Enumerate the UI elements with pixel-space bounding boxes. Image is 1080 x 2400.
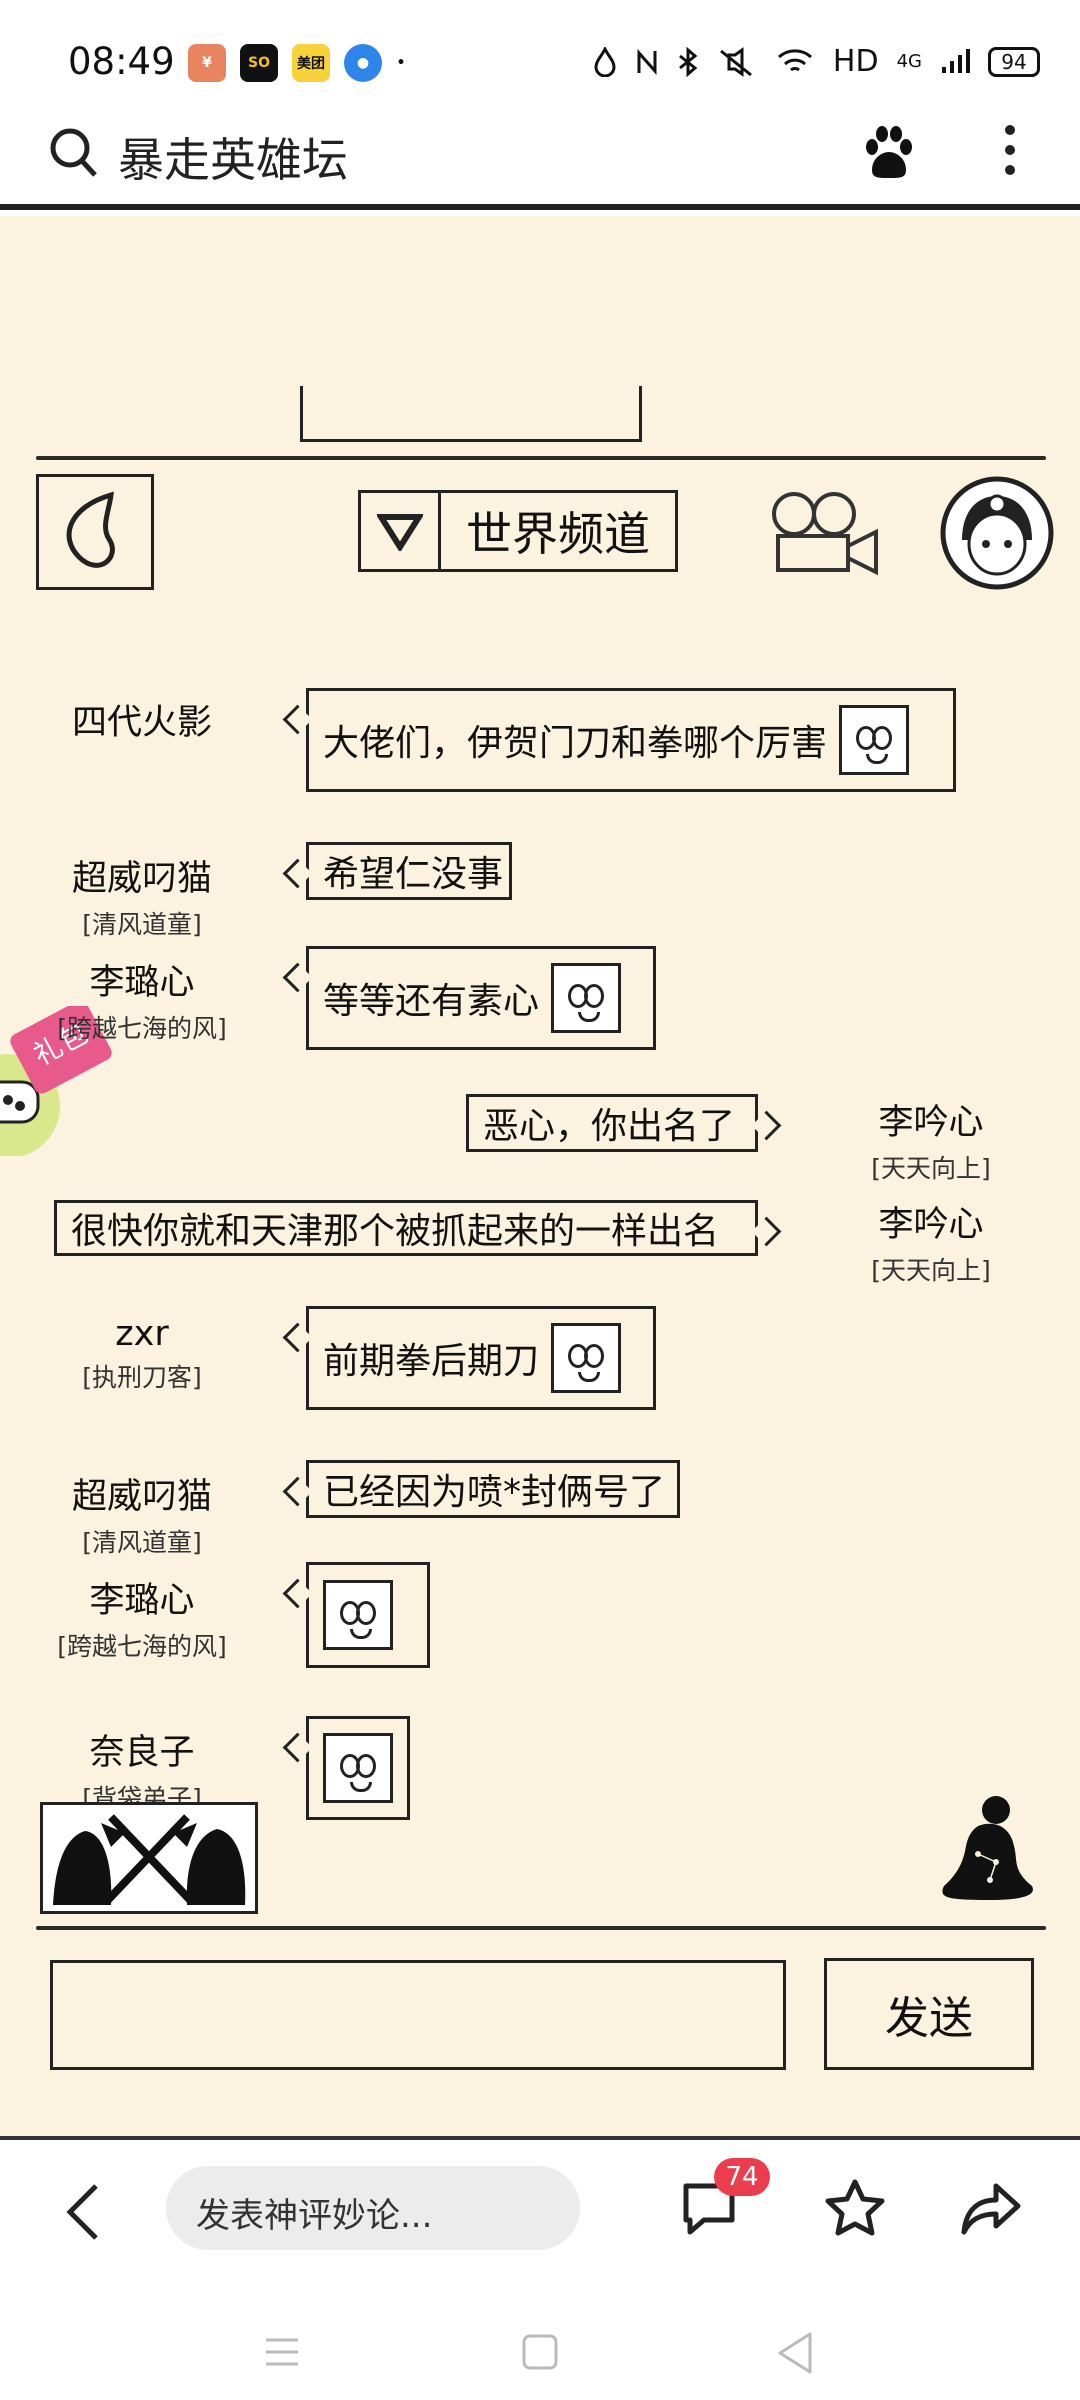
gift-badge[interactable]: 礼包: [0, 1006, 128, 1156]
star-icon[interactable]: [822, 2176, 888, 2242]
message-text: 等等还有素心: [323, 981, 540, 1022]
app-notification-icon: ¥: [188, 44, 226, 82]
send-button[interactable]: 发送: [824, 1958, 1034, 2070]
mute-icon: [719, 46, 752, 77]
dropdown-icon: [361, 493, 441, 569]
sender-name: 李璐心[跨越七海的风]: [57, 963, 227, 1043]
baidu-paw-icon[interactable]: [862, 122, 916, 182]
search-icon[interactable]: [48, 124, 100, 180]
battery-indicator: 94: [988, 46, 1040, 77]
message-bubble: 已经因为喷*封俩号了: [306, 1460, 680, 1518]
browser-bottom-bar: 发表神评妙论... 74: [0, 2136, 1080, 2286]
emoji-icon: [839, 705, 910, 775]
comment-input[interactable]: 发表神评妙论...: [166, 2166, 580, 2250]
wifi-icon: [777, 48, 812, 71]
message-text: 希望仁没事: [323, 854, 504, 895]
emoji-icon: [551, 1323, 622, 1393]
message-bubble: [306, 1716, 410, 1820]
status-bar: 08:49 ¥ SO 美团 ● • HD 4G 94: [0, 0, 1080, 100]
network-label: HD: [832, 44, 879, 79]
partial-message-bubble: [300, 386, 642, 442]
message-bubble: 大佬们，伊贺门刀和拳哪个厉害: [306, 688, 956, 792]
sender-name: 超威叼猫[清风道童]: [71, 1477, 212, 1557]
sender-name: 超威叼猫[清风道童]: [71, 859, 212, 939]
system-nav-bar: [0, 2290, 1080, 2400]
status-icons: HD 4G 94: [593, 44, 1040, 79]
message-bubble: 希望仁没事: [306, 842, 512, 900]
message-text: 恶心，你出名了: [483, 1106, 736, 1147]
bluetooth-icon: [678, 46, 698, 77]
message-bubble: 恶心，你出名了: [466, 1094, 758, 1152]
share-icon[interactable]: [958, 2176, 1024, 2242]
dot-icon: •: [396, 55, 406, 71]
back-button[interactable]: [36, 474, 154, 590]
sender-name: 李吟心[天天向上]: [871, 1103, 991, 1183]
comment-count-badge: 74: [714, 2158, 770, 2196]
sender-name: 李吟心[天天向上]: [871, 1205, 991, 1285]
message-text: 大佬们，伊贺门刀和拳哪个厉害: [323, 723, 828, 764]
back-icon[interactable]: [62, 2180, 106, 2244]
channel-label: 世界频道: [466, 507, 650, 561]
message-text: 已经因为喷*封俩号了: [323, 1472, 666, 1513]
message-text: 前期拳后期刀: [323, 1341, 540, 1382]
divider: [36, 456, 1046, 460]
back-nav-icon[interactable]: [774, 2330, 816, 2376]
avatar[interactable]: [938, 474, 1056, 592]
signal-icon: [942, 48, 970, 73]
video-camera-icon[interactable]: [764, 482, 884, 582]
divider: [36, 1926, 1046, 1930]
emoji-icon: [551, 963, 622, 1033]
menu-icon[interactable]: [262, 2334, 302, 2370]
message-bubble: 等等还有素心: [306, 946, 656, 1050]
channel-selector[interactable]: 世界频道: [358, 490, 678, 572]
meditating-figure-icon[interactable]: [938, 1790, 1042, 1906]
nfc-icon: [637, 48, 657, 75]
message-text: 很快你就和天津那个被抓起来的一样出名: [71, 1211, 720, 1252]
message-bubble: 前期拳后期刀: [306, 1306, 656, 1410]
more-icon[interactable]: [996, 120, 1024, 180]
network-type: 4G: [896, 50, 922, 72]
back-arrow-icon: [66, 491, 115, 568]
clock: 08:49: [68, 40, 175, 83]
home-icon[interactable]: [520, 2332, 560, 2372]
browser-top-bar: 暴走英雄坛: [0, 100, 1080, 210]
sender-name: 四代火影: [71, 703, 212, 743]
app-notification-icon: ●: [344, 44, 382, 82]
app-notification-icon: SO: [240, 44, 278, 82]
app-notification-icon: 美团: [292, 44, 330, 82]
message-bubble: 很快你就和天津那个被抓起来的一样出名: [54, 1200, 758, 1256]
emoji-icon: [323, 1580, 393, 1650]
emoji-icon: [323, 1733, 393, 1803]
crossed-swords-icon: [53, 1814, 246, 1905]
page-title: 暴走英雄坛: [118, 133, 348, 187]
battle-button[interactable]: [40, 1802, 258, 1914]
sender-name: zxr[执刑刀客]: [82, 1314, 202, 1392]
drop-icon: [594, 46, 616, 77]
chat-input[interactable]: [50, 1960, 786, 2070]
sender-name: 李璐心[跨越七海的风]: [57, 1581, 227, 1661]
message-bubble: [306, 1562, 430, 1668]
game-screen: 世界频道 四代火影 大佬们，伊贺门刀和拳哪个厉害 礼包 超威叼猫[清风道童] 希…: [0, 216, 1080, 2136]
